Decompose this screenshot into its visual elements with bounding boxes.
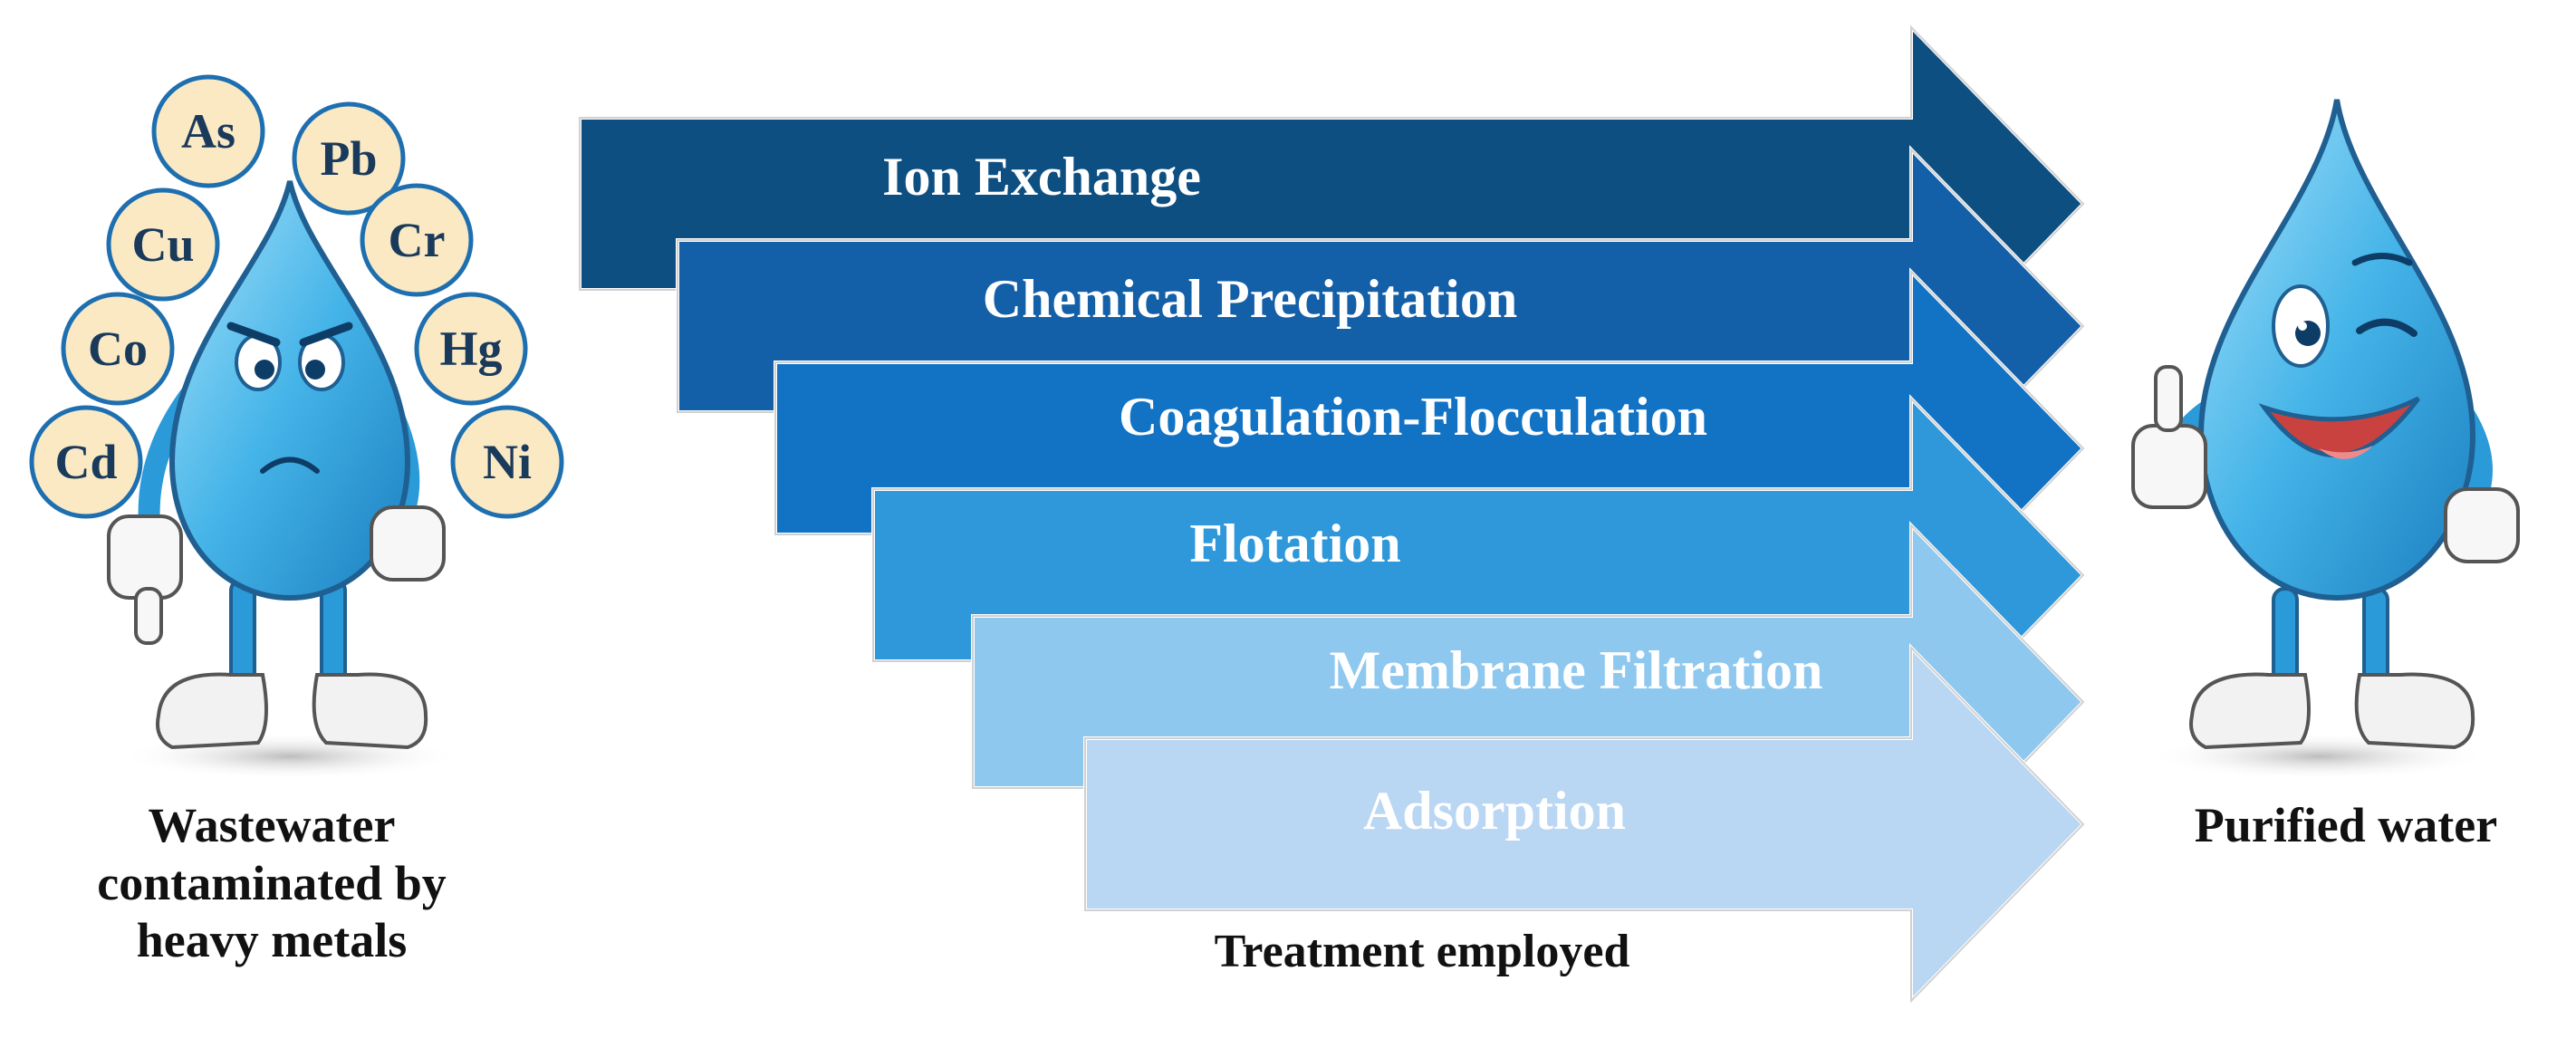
treatment-label: Ion Exchange <box>882 147 1201 207</box>
treatment-caption: Treatment employed <box>1214 926 1630 977</box>
metal-bubble-co: Co <box>61 292 175 406</box>
metal-label: Co <box>88 322 148 376</box>
metal-bubble-pb: Pb <box>292 101 406 216</box>
treatment-label: Chemical Precipitation <box>983 269 1517 329</box>
metal-bubble-hg: Hg <box>414 292 528 406</box>
wastewater-caption-line-1: Wastewater <box>148 798 396 852</box>
wastewater-caption-line-3: heavy metals <box>136 913 408 968</box>
treatment-label: Flotation <box>1189 514 1400 573</box>
treatment-label: Membrane Filtration <box>1330 640 1823 700</box>
treatment-label: Coagulation-Flocculation <box>1119 387 1707 447</box>
metal-bubble-cu: Cu <box>106 187 220 302</box>
metal-bubble-ni: Ni <box>450 405 564 519</box>
metal-bubble-cr: Cr <box>360 183 474 297</box>
happy-water-drop-icon <box>2131 99 2520 780</box>
metal-bubble-as: As <box>151 74 265 188</box>
metal-label: Hg <box>439 322 502 376</box>
metal-label: Pb <box>320 131 377 186</box>
metal-label: Cr <box>389 213 446 267</box>
purified-water-caption: Purified water <box>2194 798 2498 852</box>
wastewater-caption-line-2: contaminated by <box>97 855 447 910</box>
treatment-arrow-6: Adsorption <box>1083 643 2086 1005</box>
treatment-label: Adsorption <box>1363 781 1626 841</box>
metal-bubble-cd: Cd <box>29 405 143 519</box>
sad-water-drop-icon <box>107 180 462 780</box>
metal-label: Cd <box>54 435 117 489</box>
metal-label: Cu <box>131 217 194 272</box>
wastewater-caption: Wastewater contaminated by heavy metals <box>18 797 525 970</box>
metal-label: As <box>181 104 235 159</box>
metal-label: Ni <box>483 435 532 489</box>
